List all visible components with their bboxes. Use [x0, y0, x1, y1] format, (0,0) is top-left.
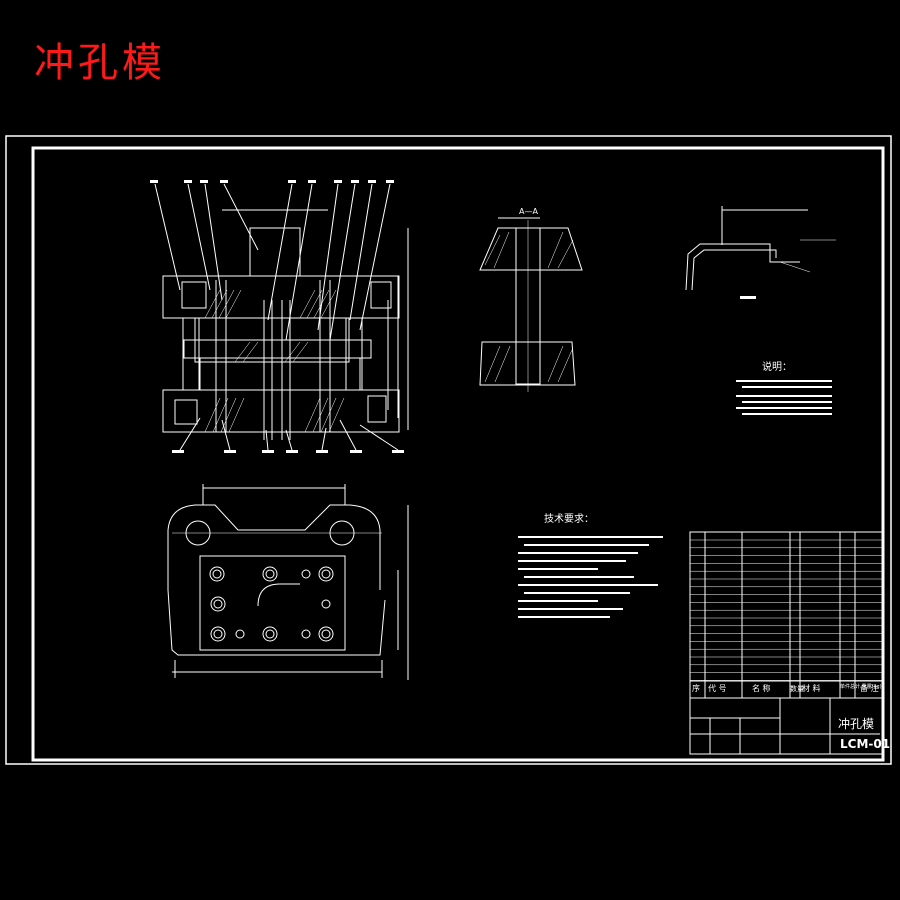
page-title: 冲孔模 — [34, 40, 166, 86]
header-weight: 单件总计 重量(kg) — [840, 683, 882, 690]
tech-lines — [518, 536, 663, 618]
front-view — [154, 183, 409, 451]
header-qty: 数量 — [790, 684, 804, 693]
outer-border — [5, 135, 892, 765]
header-code: 代 号 — [708, 683, 727, 693]
header-remark: 备 注 — [860, 683, 879, 693]
title-block-drawing-no: LCM-01 — [840, 737, 890, 751]
notes-heading: 说明： — [762, 360, 792, 373]
title-block-name: 冲孔模 — [838, 716, 874, 731]
header-name: 名 称 — [752, 683, 771, 693]
section-view — [479, 217, 583, 392]
header-material: 材 料 — [802, 683, 821, 693]
section-label: A—A — [519, 207, 538, 216]
header-seq: 序 — [692, 683, 700, 693]
notes-lines — [736, 380, 832, 415]
plan-view — [167, 484, 409, 680]
parts-list — [689, 531, 883, 699]
tech-heading: 技术要求： — [544, 512, 594, 525]
inner-border — [31, 146, 885, 762]
title-block — [689, 697, 883, 755]
item-balloons — [150, 180, 404, 453]
part-detail — [685, 206, 836, 291]
parts-list-rows — [690, 539, 882, 681]
